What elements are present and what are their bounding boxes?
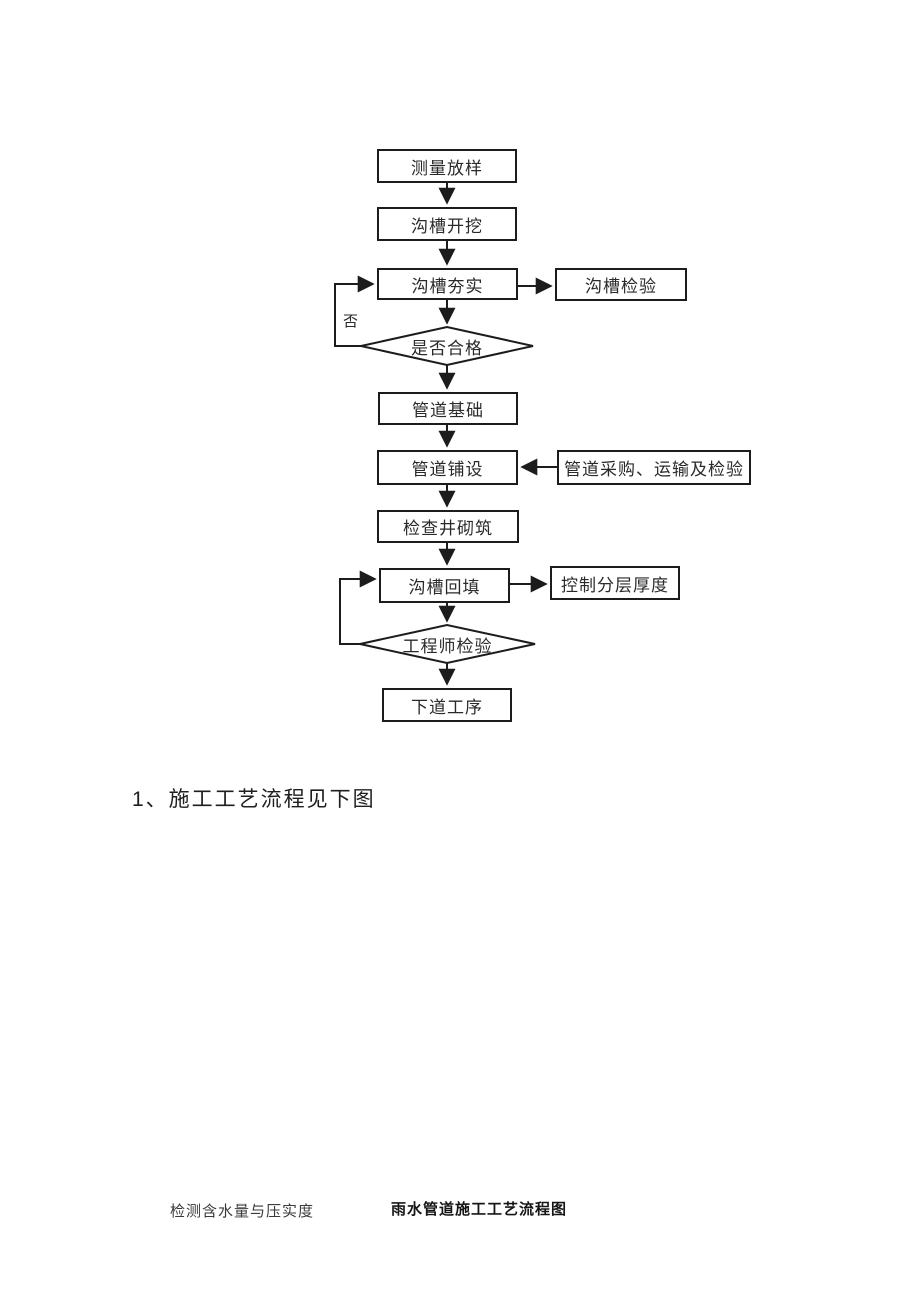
edge-label-no: 否 — [343, 314, 359, 330]
flow-node-procure: 管道采购、运输及检验 — [557, 450, 751, 485]
flowchart-connectors — [334, 183, 557, 686]
footer-note: 检测含水量与压实度 — [170, 1204, 315, 1220]
flow-node-manhole: 检查井砌筑 — [377, 510, 519, 543]
flow-decision-engineer-label: 工程师检验 — [402, 636, 493, 656]
flow-node-excavate: 沟槽开挖 — [377, 207, 517, 241]
flow-node-trench-check: 沟槽检验 — [555, 268, 687, 301]
loop-engineercheck-to-backfill — [339, 570, 377, 645]
diamond-engineer-check — [359, 623, 536, 665]
flow-node-laying: 管道铺设 — [377, 450, 518, 485]
flow-node-backfill: 沟槽回填 — [379, 568, 510, 603]
flow-arrows — [334, 183, 557, 686]
figure-caption: 雨水管道施工工艺流程图 — [391, 1201, 568, 1218]
loop-decision-no-to-compact — [334, 275, 375, 347]
diamond-pass-decision — [360, 325, 534, 367]
construction-flowchart: 测量放样 沟槽开挖 沟槽夯实 沟槽检验 是否合格 否 管道基础 管道铺设 管道采… — [334, 149, 751, 722]
section-heading: 1、施工工艺流程见下图 — [132, 788, 376, 811]
decision-diamonds — [359, 325, 536, 665]
flow-decision-pass-label: 是否合格 — [411, 338, 483, 358]
flow-node-thickness: 控制分层厚度 — [550, 566, 680, 600]
flow-node-compact: 沟槽夯实 — [377, 268, 518, 300]
flow-node-next-step: 下道工序 — [382, 688, 512, 722]
flow-node-survey: 测量放样 — [377, 149, 517, 183]
flow-node-foundation: 管道基础 — [378, 392, 518, 425]
